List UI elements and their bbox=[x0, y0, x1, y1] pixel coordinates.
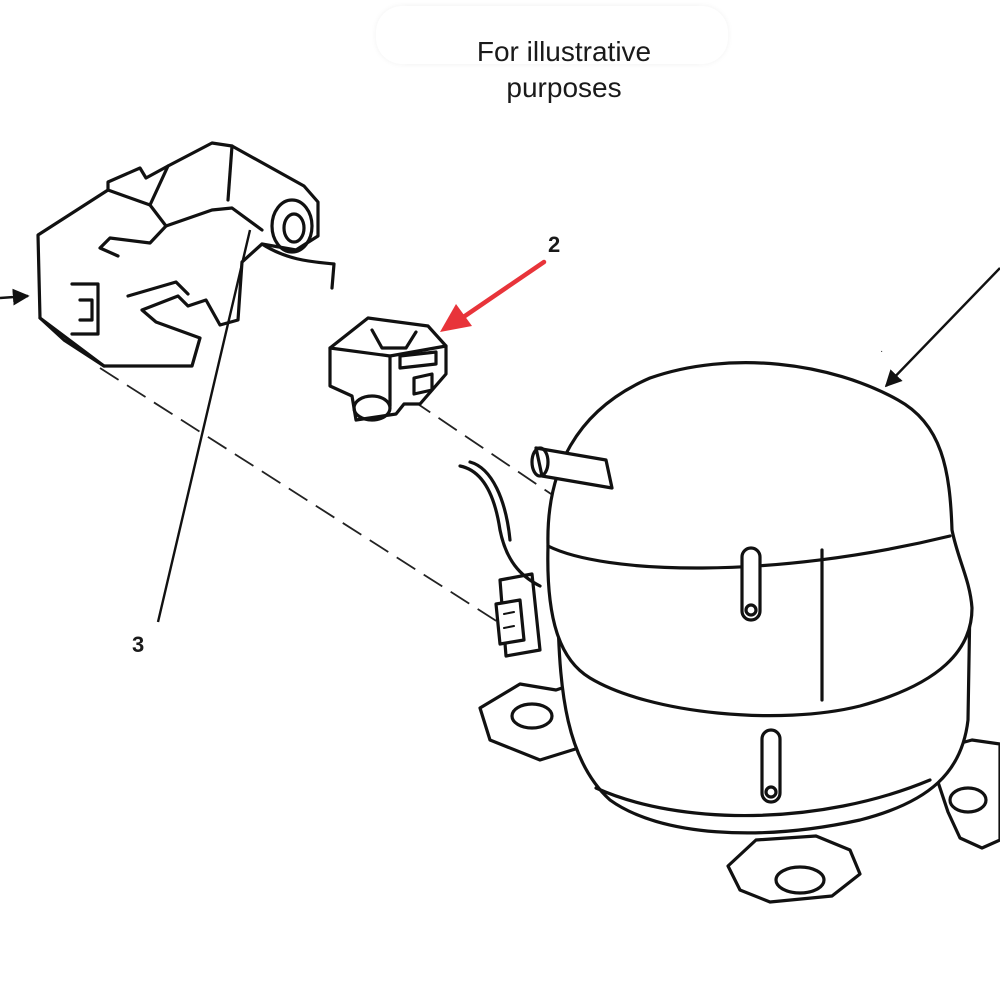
leader-lines bbox=[0, 229, 1000, 623]
stray-mark: · bbox=[880, 346, 883, 357]
caption-line-2: purposes bbox=[506, 72, 622, 103]
assembly-dashed-lines bbox=[99, 367, 561, 623]
compressor-part bbox=[458, 361, 1000, 904]
callout-number-2: 2 bbox=[548, 232, 561, 257]
overload-cover-part bbox=[36, 141, 336, 368]
arrow-left-edge bbox=[0, 288, 30, 306]
highlight-arrow bbox=[440, 259, 547, 332]
start-relay-part bbox=[328, 316, 448, 422]
illustrative-caption: For illustrative purposes bbox=[376, 34, 752, 106]
caption-box bbox=[376, 6, 728, 64]
arrow-right-edge bbox=[884, 267, 1000, 388]
caption-line-1: For illustrative bbox=[476, 36, 652, 67]
callout-number-3: 3 bbox=[132, 632, 145, 657]
leader-line-part-3 bbox=[156, 229, 252, 623]
